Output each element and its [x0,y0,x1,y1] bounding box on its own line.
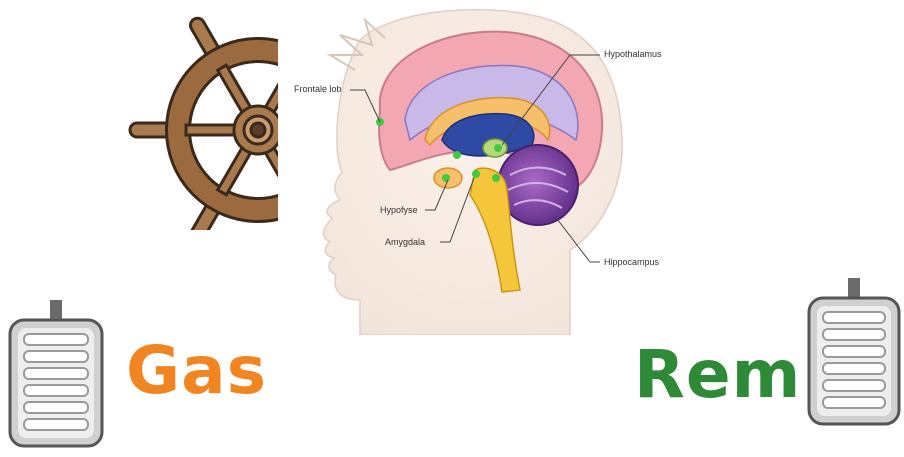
label-hippocampus: Hippocampus [604,257,659,267]
label-amygdala: Amygdala [385,237,425,247]
label-hypofyse: Hypofyse [380,205,418,215]
gas-pedal-icon [6,300,106,454]
gas-label: Gas [126,338,267,404]
label-hypothalamus: Hypothalamus [604,49,662,59]
rem-label: Rem [634,342,801,408]
label-frontal-lobe: Frontale lob [294,84,342,94]
ship-wheel-graphic [110,0,278,230]
ship-wheel-icon [110,0,278,230]
brake-pedal-icon [806,278,902,432]
brain-diagram: Frontale lob Hypothalamus Hypofyse Amygd… [270,0,680,335]
